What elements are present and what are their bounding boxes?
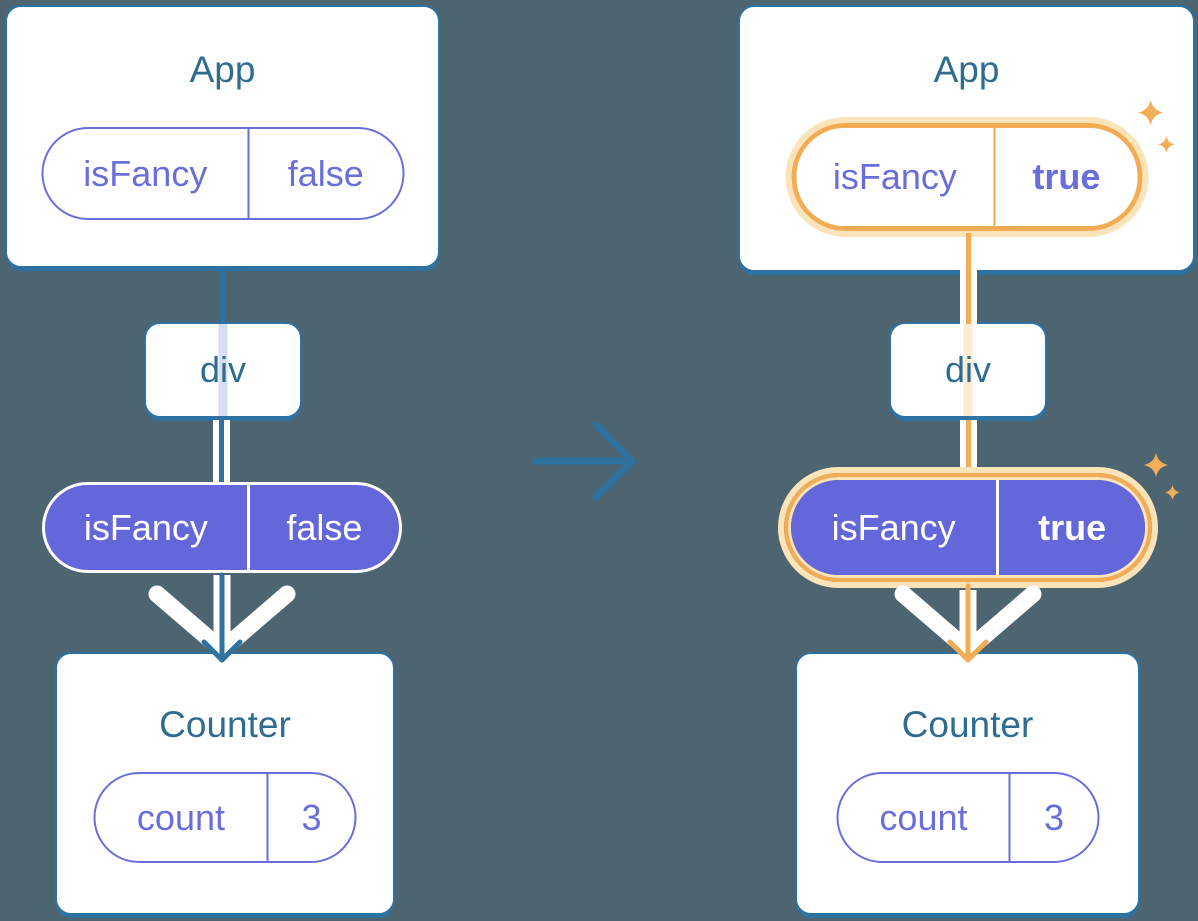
before-div-prop-stripe bbox=[218, 324, 228, 416]
after-passed-prop-value: true bbox=[1038, 506, 1107, 548]
after-passed-prop-ring: isFancy true bbox=[784, 473, 1152, 582]
before-counter-state-pill: count 3 bbox=[93, 772, 357, 863]
after-app-card: App isFancy true bbox=[738, 5, 1195, 272]
after-counter-state-value: 3 bbox=[1043, 796, 1064, 838]
after-div-label: div bbox=[944, 349, 992, 390]
after-app-prop-key: isFancy bbox=[796, 128, 996, 226]
after-connector-app-to-div bbox=[960, 266, 977, 324]
before-counter-title: Counter bbox=[159, 704, 291, 745]
after-passed-prop-key: isFancy bbox=[791, 480, 1000, 575]
after-passed-prop-ring-gap: isFancy true bbox=[788, 477, 1148, 578]
before-app-prop-pill: isFancy false bbox=[41, 127, 404, 220]
transition-arrowhead bbox=[592, 421, 636, 501]
before-app-prop-key: isFancy bbox=[43, 129, 250, 218]
after-prop-sparkle-large-icon bbox=[1144, 453, 1168, 477]
after-div-card: div bbox=[889, 322, 1047, 418]
before-app-prop-value: false bbox=[287, 152, 364, 194]
after-prop-sparkle-small-icon bbox=[1165, 485, 1180, 500]
before-app-card: App isFancy false bbox=[5, 5, 440, 268]
before-counter-state-value: 3 bbox=[301, 796, 322, 838]
after-passed-prop-highlight-ring: isFancy true bbox=[778, 467, 1158, 588]
before-div-card: div bbox=[144, 322, 302, 418]
before-passed-prop-key: isFancy bbox=[45, 485, 250, 570]
before-passed-prop-value: false bbox=[286, 506, 363, 548]
before-counter-state-key: count bbox=[96, 774, 269, 861]
after-white-chevron bbox=[894, 585, 1042, 659]
after-app-title: App bbox=[933, 49, 1000, 90]
before-white-chevron bbox=[148, 585, 296, 659]
after-counter-state-key: count bbox=[838, 774, 1011, 861]
after-counter-state-pill: count 3 bbox=[836, 772, 1099, 863]
after-app-prop-value: true bbox=[1032, 156, 1101, 197]
after-app-prop-pill: isFancy true bbox=[796, 128, 1137, 226]
after-connector-pill-to-card-edge bbox=[966, 233, 971, 272]
before-passed-prop-pill: isFancy false bbox=[42, 482, 402, 573]
after-counter-title: Counter bbox=[901, 704, 1034, 745]
after-app-prop-ring: isFancy true bbox=[791, 123, 1142, 231]
before-connector-div-to-prop bbox=[213, 420, 230, 483]
transition-right-arrow-icon bbox=[532, 421, 636, 501]
after-arrow-to-counter bbox=[894, 583, 1042, 663]
before-div-label: div bbox=[199, 349, 247, 390]
before-connector-app-to-div bbox=[220, 266, 225, 324]
after-counter-card: Counter count 3 bbox=[795, 652, 1140, 915]
after-passed-prop-pill: isFancy true bbox=[791, 480, 1145, 575]
before-counter-card: Counter count 3 bbox=[55, 652, 395, 915]
after-app-prop-highlight-ring: isFancy true bbox=[785, 117, 1148, 237]
before-app-title: App bbox=[189, 49, 256, 90]
after-div-prop-stripe bbox=[963, 324, 973, 416]
before-arrow-to-counter bbox=[148, 572, 296, 663]
